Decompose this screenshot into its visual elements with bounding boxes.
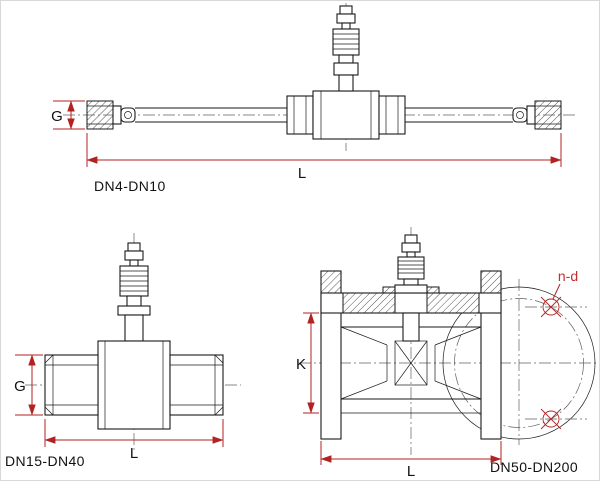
dimension-l-label: L bbox=[298, 165, 306, 182]
dimension-k: K bbox=[296, 312, 319, 414]
dimension-l: L bbox=[320, 441, 502, 480]
drawing-label-dn50-dn200: DN50-DN200 bbox=[490, 459, 579, 475]
dimension-l-label: L bbox=[130, 445, 138, 462]
flange-face-view bbox=[442, 286, 596, 440]
left-threaded-end bbox=[44, 354, 99, 416]
sensor-transmitter bbox=[332, 5, 360, 92]
meter-body bbox=[97, 340, 171, 430]
dimension-l: L bbox=[44, 419, 224, 462]
dimension-l-label: L bbox=[407, 463, 415, 480]
drawing-label-dn15-dn40: DN15-DN40 bbox=[5, 453, 85, 469]
dimension-g: G bbox=[14, 354, 43, 416]
sensor-transmitter bbox=[382, 234, 440, 342]
callout-nd-label: n-d bbox=[558, 268, 578, 284]
drawing-label-dn4-dn10: DN4-DN10 bbox=[94, 178, 166, 194]
sensor-transmitter bbox=[117, 242, 151, 342]
left-pipe bbox=[135, 107, 287, 123]
left-end-fitting bbox=[86, 100, 136, 130]
dimension-l: L bbox=[86, 133, 562, 182]
right-threaded-end bbox=[169, 354, 224, 416]
drawing-dn50-dn200: n-d K L bbox=[296, 227, 597, 480]
dimension-g-label: G bbox=[51, 108, 63, 125]
meter-body bbox=[286, 90, 406, 140]
callout-nd: n-d bbox=[552, 268, 578, 300]
bolt-hole-bottom bbox=[540, 408, 562, 430]
drawing-dn15-dn40: G L bbox=[14, 233, 241, 462]
dimension-g: G bbox=[51, 100, 85, 130]
bolt-hole-top bbox=[540, 296, 562, 318]
centerlines bbox=[299, 227, 597, 455]
top-plate bbox=[320, 292, 502, 314]
drawing-dn4-dn10: G L bbox=[51, 3, 575, 182]
right-pipe bbox=[405, 107, 513, 123]
right-end-fitting bbox=[512, 100, 562, 130]
dimension-k-label: K bbox=[296, 356, 306, 373]
dimension-g-label: G bbox=[14, 378, 26, 395]
